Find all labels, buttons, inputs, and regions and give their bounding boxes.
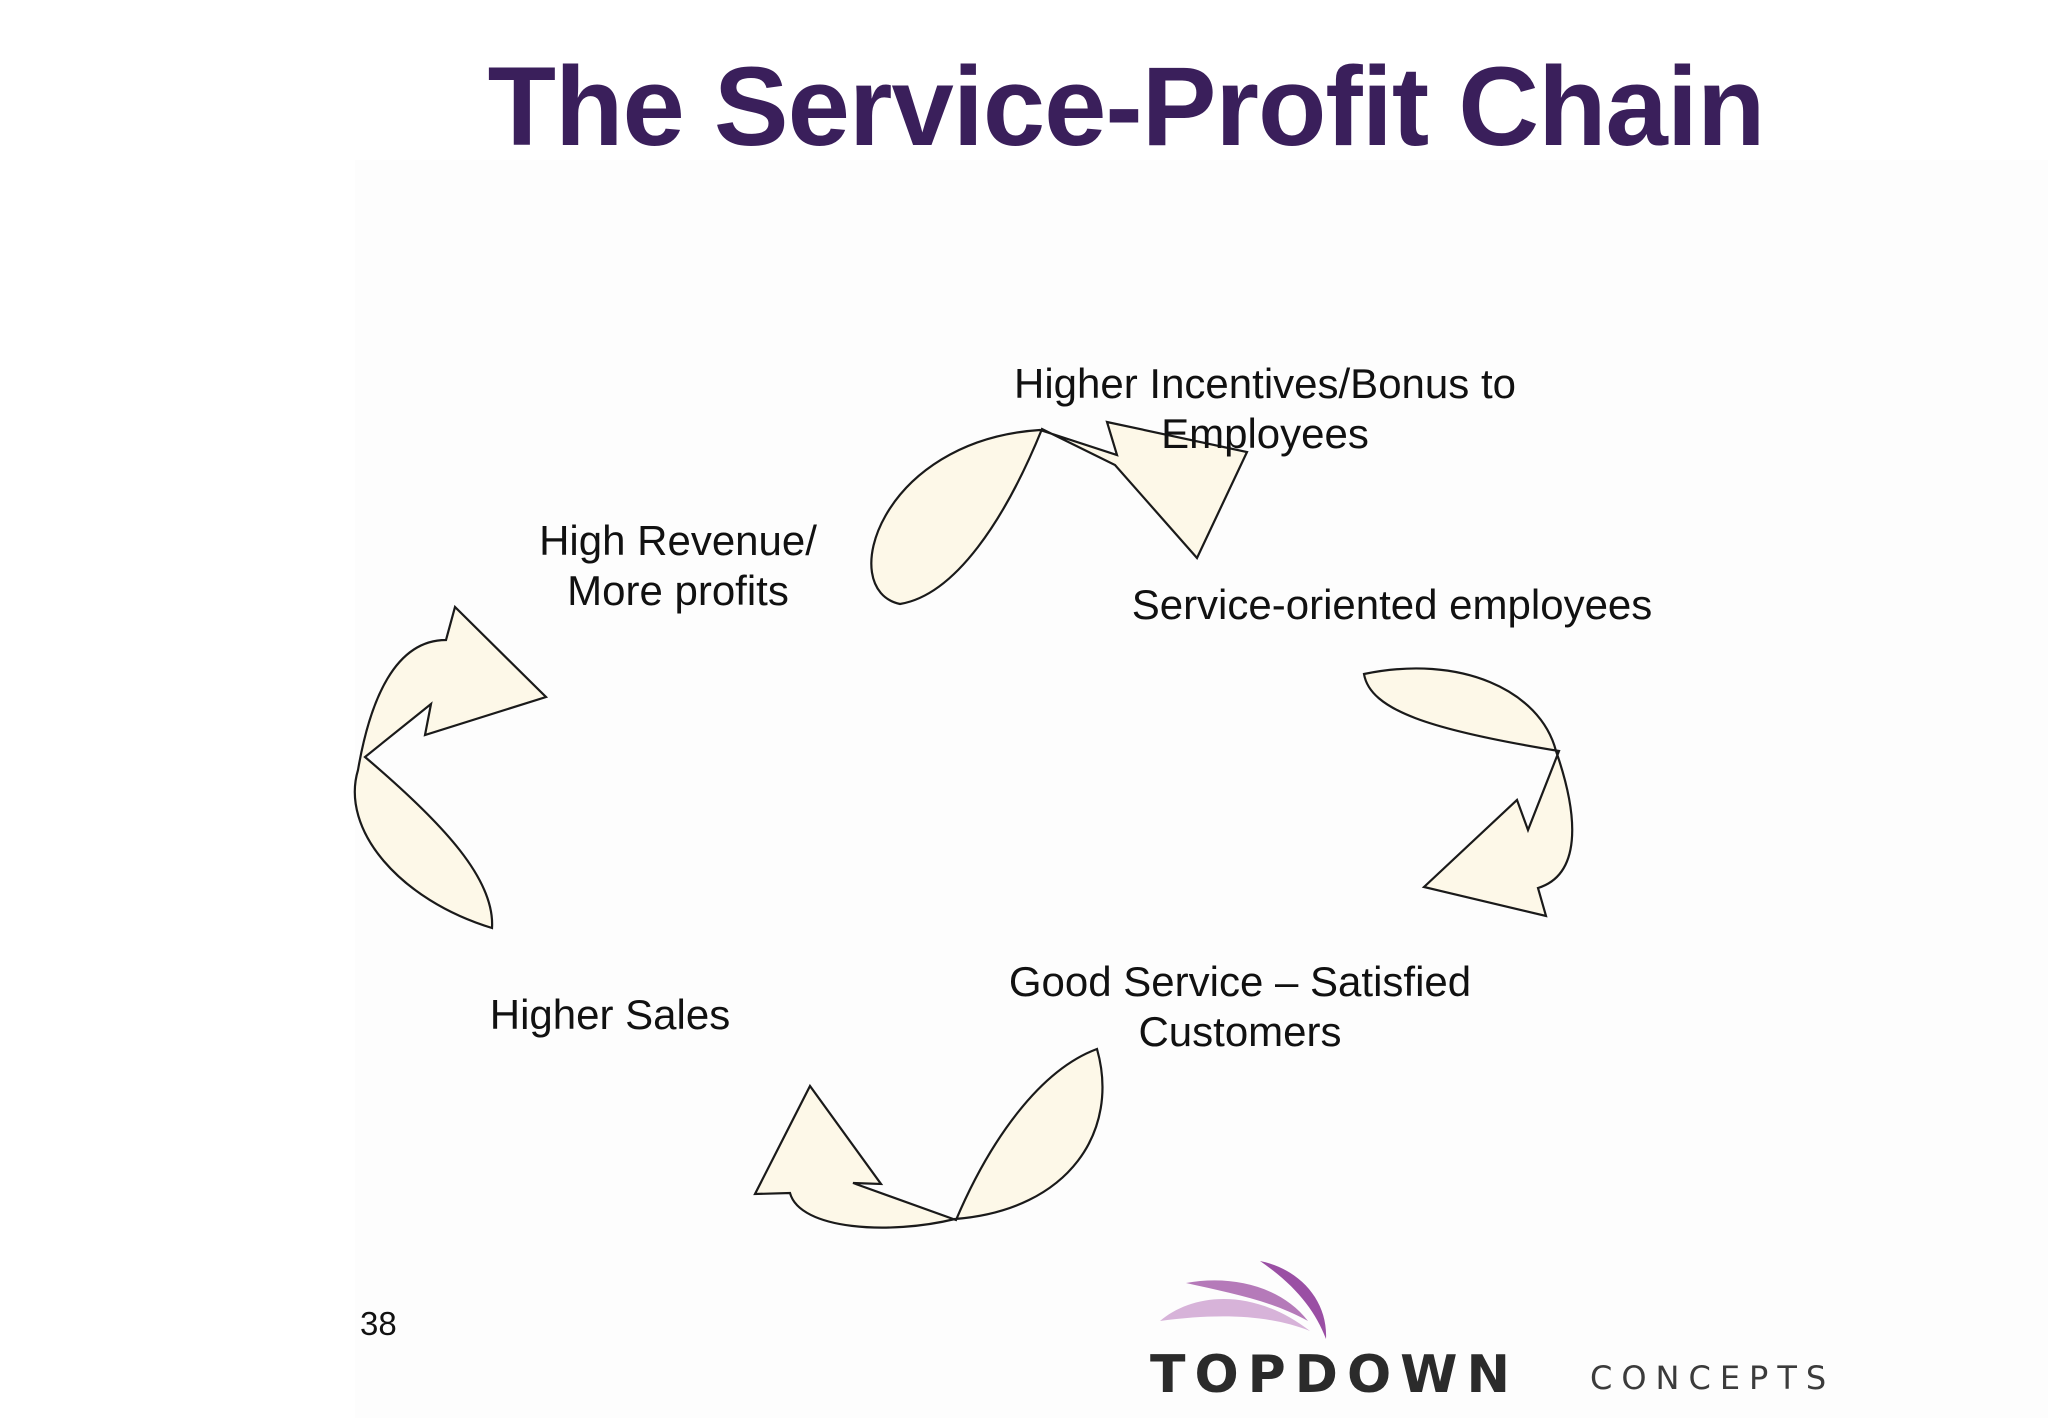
node-label-employees-line1: Service-oriented employees [1131, 581, 1653, 628]
node-label-incentives-line1: Higher Incentives/Bonus to [1014, 360, 1516, 407]
logo-word-concepts: CONCEPTS [1590, 1359, 1836, 1397]
cycle-arrow-revenue-to-incentives [870, 420, 1249, 606]
cycle-arrow-customers-to-sales [753, 1047, 1104, 1229]
node-label-revenue-line2: More profits [567, 567, 789, 614]
node-label-customers: Good Service – Satisfied Customers [960, 957, 1520, 1057]
node-label-sales: Higher Sales [440, 990, 780, 1040]
logo-leaves-icon [1160, 1261, 1327, 1339]
node-label-incentives: Higher Incentives/Bonus to Employees [980, 359, 1550, 459]
node-label-revenue: High Revenue/ More profits [518, 516, 838, 616]
slide-title: The Service-Profit Chain [487, 44, 1766, 169]
node-label-revenue-line1: High Revenue/ [539, 517, 817, 564]
cycle-arrow-sales-to-revenue [353, 604, 549, 930]
node-label-sales-line1: Higher Sales [489, 991, 731, 1038]
diagram-panel [355, 160, 2048, 1418]
page-number: 38 [360, 1305, 397, 1342]
node-label-employees: Service-oriented employees [1112, 580, 1672, 630]
node-label-customers-line1: Good Service – Satisfied [1008, 958, 1472, 1005]
company-logo: TOPDOWN CONCEPTS [1150, 1255, 1910, 1405]
cycle-arrow-employees-to-customers [1362, 667, 1574, 918]
node-label-customers-line2: Customers [1138, 1008, 1342, 1055]
logo-word-topdown: TOPDOWN [1150, 1345, 1520, 1405]
node-label-incentives-line2: Employees [1161, 410, 1369, 457]
